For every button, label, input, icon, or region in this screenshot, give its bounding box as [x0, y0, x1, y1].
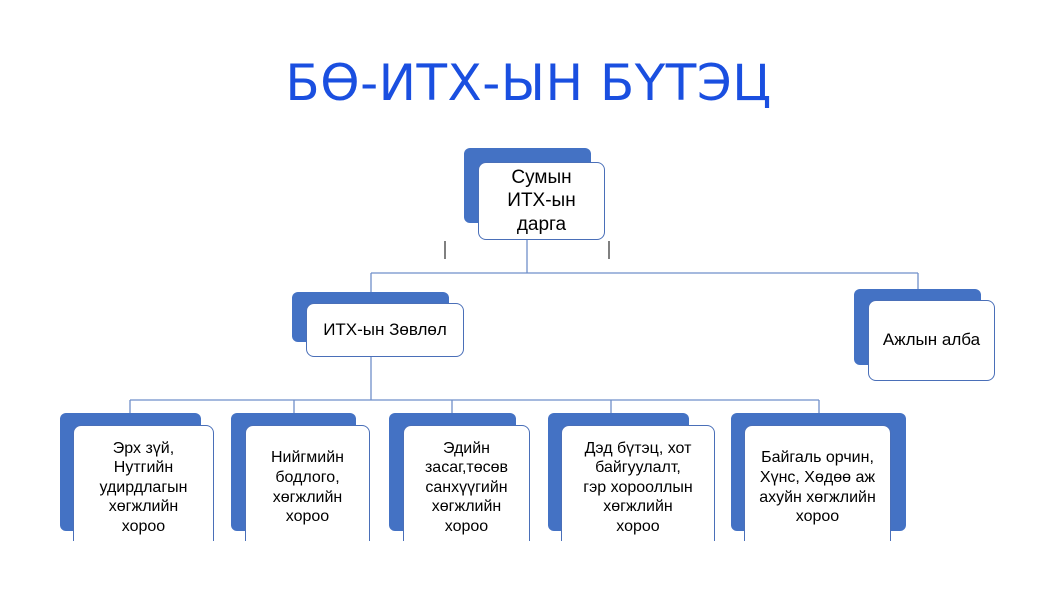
node-committee-4-label: Дэд бүтэц, хот байгуулалт, гэр хорооллын…: [583, 439, 693, 535]
slide-bottom-edge: [0, 541, 1057, 595]
page-title: БӨ-ИТХ-ЫН БҮТЭЦ: [285, 54, 772, 112]
node-office-label: Ажлын алба: [882, 330, 981, 350]
node-committee-2-label: Нийгмийн бодлого, хөгжлийн хороо: [271, 449, 344, 526]
node-committee-1-label: Эрх зүй, Нутгийн удирдлагын хөгжлийн хор…: [99, 439, 188, 535]
node-committee-5-label: Байгаль орчин, Хүнс, Хөдөө аж ахуйн хөгж…: [759, 449, 876, 526]
node-committee-3-label: Эдийн засаг,төсөв санхүүгийн хөгжлийн хо…: [424, 439, 509, 535]
node-chairman-label: Сумын ИТХ-ын дарга: [507, 167, 576, 235]
node-council-label: ИТХ-ын Зөвлөл: [323, 319, 447, 339]
